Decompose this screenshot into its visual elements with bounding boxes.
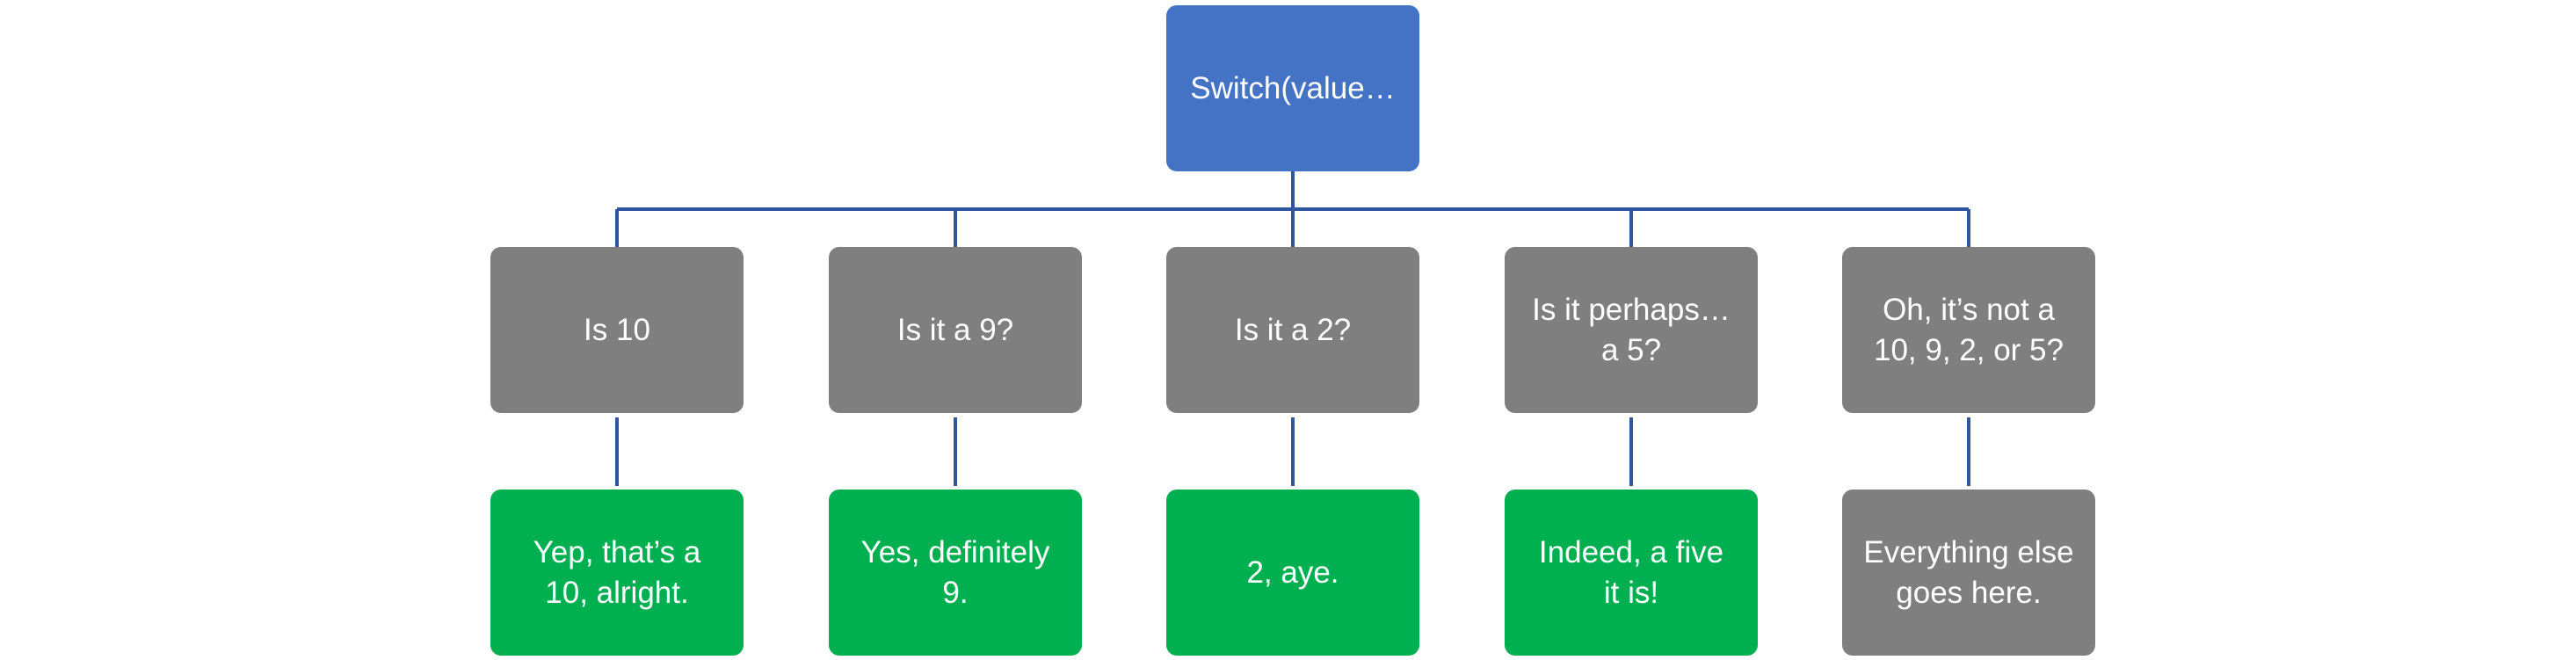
- default-result-node: Everything else goes here.: [1842, 490, 2095, 656]
- case-result-node-2: Yes, definitely 9.: [829, 490, 1082, 656]
- case-question-node-1: Is 10: [490, 247, 744, 413]
- case-question-node-2: Is it a 9?: [829, 247, 1082, 413]
- case-question-label: Is it a 2?: [1234, 312, 1352, 347]
- case-question-label: Is it a 9?: [896, 312, 1014, 347]
- switch-root-node: Switch(value…: [1166, 5, 1419, 171]
- case-question-label: Is it perhaps… a 5?: [1532, 292, 1731, 367]
- case-question-node-3: Is it a 2?: [1166, 247, 1419, 413]
- case-result-node-3: 2, aye.: [1166, 490, 1419, 656]
- case-question-label: Is 10: [584, 312, 650, 347]
- case-result-label: Indeed, a five it is!: [1538, 534, 1724, 610]
- case-result-label: Yes, definitely 9.: [860, 534, 1050, 610]
- default-question-node: Oh, it’s not a 10, 9, 2, or 5?: [1842, 247, 2095, 413]
- case-result-label: Yep, that’s a 10, alright.: [533, 534, 701, 610]
- default-question-label: Oh, it’s not a 10, 9, 2, or 5?: [1874, 292, 2064, 367]
- case-result-node-4: Indeed, a five it is!: [1505, 490, 1758, 656]
- case-result-node-1: Yep, that’s a 10, alright.: [490, 490, 744, 656]
- default-result-label: Everything else goes here.: [1863, 534, 2074, 610]
- case-result-label: 2, aye.: [1246, 555, 1339, 590]
- case-question-node-4: Is it perhaps… a 5?: [1505, 247, 1758, 413]
- switch-root-label: Switch(value…: [1190, 70, 1396, 105]
